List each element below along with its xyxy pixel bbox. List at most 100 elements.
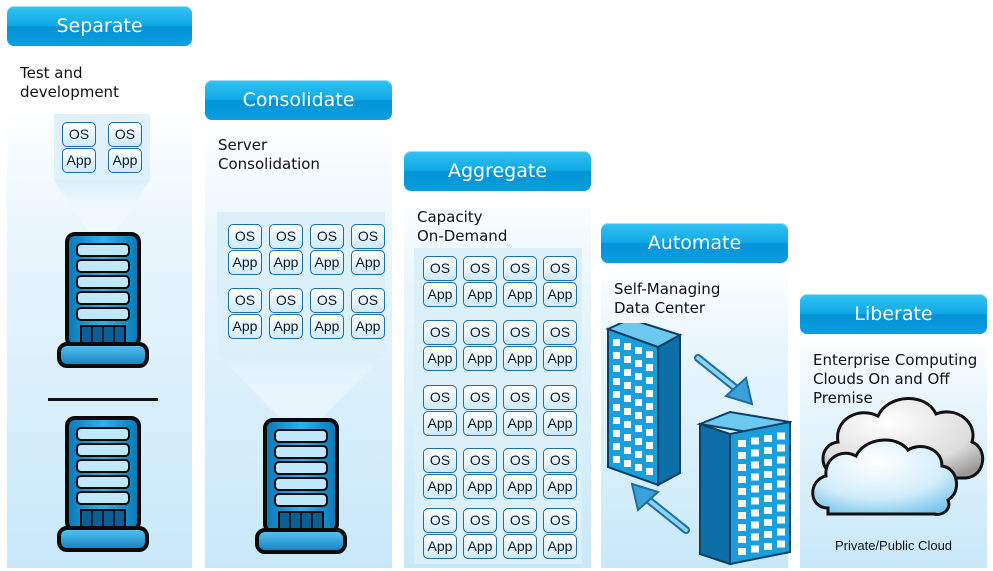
app-box: App (503, 282, 537, 307)
os-box: OS (228, 288, 262, 313)
app-box: App (351, 250, 385, 275)
os-box: OS (108, 122, 142, 147)
app-box: App (463, 474, 497, 499)
os-box: OS (543, 508, 577, 533)
os-box: OS (503, 320, 537, 345)
os-box: OS (269, 224, 303, 249)
app-box: App (228, 314, 262, 339)
os-box: OS (543, 320, 577, 345)
app-box: App (543, 474, 577, 499)
app-box: App (351, 314, 385, 339)
os-box: OS (503, 508, 537, 533)
app-box: App (108, 148, 142, 173)
app-box: App (503, 346, 537, 371)
arrow-icon (694, 354, 754, 406)
os-box: OS (423, 256, 457, 281)
server-icon (57, 232, 149, 370)
app-box: App (310, 250, 344, 275)
app-box: App (463, 411, 497, 436)
stage-header-automate: Automate (601, 223, 788, 263)
stage-header-consolidate: Consolidate (205, 80, 392, 120)
os-box: OS (310, 288, 344, 313)
app-box: App (269, 314, 303, 339)
app-box: App (463, 534, 497, 559)
os-box: OS (423, 385, 457, 410)
app-box: App (503, 411, 537, 436)
os-box: OS (463, 256, 497, 281)
stage-header-liberate: Liberate (800, 294, 987, 334)
stage-caption-automate: Self-Managing Data Center (614, 280, 721, 317)
os-box: OS (310, 224, 344, 249)
cloud-label: Private/Public Cloud (834, 538, 953, 553)
app-box: App (310, 314, 344, 339)
app-box: App (463, 282, 497, 307)
stage-caption-aggregate: Capacity On-Demand (417, 208, 508, 245)
app-box: App (503, 534, 537, 559)
os-box: OS (463, 448, 497, 473)
os-box: OS (463, 320, 497, 345)
app-box: App (423, 411, 457, 436)
os-box: OS (62, 122, 96, 147)
os-box: OS (543, 448, 577, 473)
app-box: App (543, 346, 577, 371)
os-box: OS (269, 288, 303, 313)
os-box: OS (351, 288, 385, 313)
os-box: OS (423, 320, 457, 345)
app-box: App (543, 282, 577, 307)
building-icon (605, 323, 683, 487)
divider-line (48, 398, 158, 401)
app-box: App (463, 346, 497, 371)
os-box: OS (351, 224, 385, 249)
os-box: OS (423, 508, 457, 533)
app-box: App (423, 346, 457, 371)
stage-header-aggregate: Aggregate (404, 151, 591, 191)
stage-caption-liberate: Enterprise Computing Clouds On and Off P… (813, 351, 978, 407)
app-box: App (269, 250, 303, 275)
app-box: App (503, 474, 537, 499)
os-box: OS (463, 508, 497, 533)
app-box: App (543, 411, 577, 436)
server-icon (57, 416, 149, 554)
app-box: App (423, 474, 457, 499)
stage-caption-consolidate: Server Consolidation (218, 136, 320, 173)
os-box: OS (503, 256, 537, 281)
app-box: App (423, 534, 457, 559)
app-box: App (423, 282, 457, 307)
cloud-icon (811, 397, 985, 516)
app-box: App (62, 148, 96, 173)
app-box: App (543, 534, 577, 559)
os-box: OS (463, 385, 497, 410)
stage-header-separate: Separate (7, 6, 192, 46)
os-box: OS (503, 385, 537, 410)
